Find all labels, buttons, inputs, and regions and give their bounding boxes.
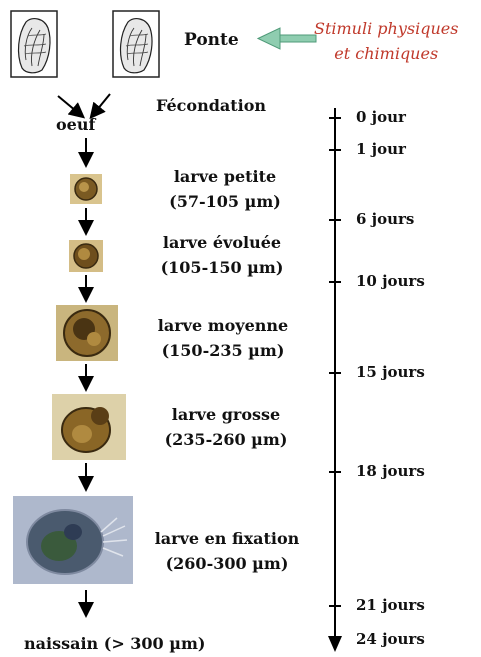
arrow-parent-right [92, 94, 110, 116]
stage-larve-fixation: larve en fixation (260-300 µm) [142, 526, 312, 576]
stimuli-line2: et chimiques [314, 41, 458, 66]
stage-size: (150-235 µm) [148, 338, 298, 363]
timeline-day-label: 24 jours [356, 630, 425, 648]
stimuli-label: Stimuli physiques et chimiques [314, 16, 458, 66]
fecondation-label: Fécondation [156, 96, 266, 115]
timeline-day-label: 10 jours [356, 272, 425, 290]
timeline-day-label: 18 jours [356, 462, 425, 480]
timeline-day-label: 6 jours [356, 210, 414, 228]
stage-name: larve en fixation [142, 526, 312, 551]
stage-size: (260-300 µm) [142, 551, 312, 576]
timeline-day-label: 21 jours [356, 596, 425, 614]
stage-size: (235-260 µm) [156, 427, 296, 452]
stage-name: larve moyenne [148, 313, 298, 338]
stage-name: larve petite [160, 164, 290, 189]
stage-larve-petite: larve petite (57-105 µm) [160, 164, 290, 214]
stage-larve-evoluee: larve évoluée (105-150 µm) [152, 230, 292, 280]
stage-name: larve grosse [156, 402, 296, 427]
ponte-label: Ponte [184, 30, 239, 50]
timeline-day-label: 0 jour [356, 108, 406, 126]
timeline-day-label: 1 jour [356, 140, 406, 158]
timeline-arrowhead [328, 636, 342, 652]
stage-larve-grosse: larve grosse (235-260 µm) [156, 402, 296, 452]
oeuf-label: oeuf [56, 115, 95, 134]
stimuli-arrow [258, 28, 316, 49]
timeline-day-label: 15 jours [356, 363, 425, 381]
stage-size: (57-105 µm) [160, 189, 290, 214]
stage-name: larve évoluée [152, 230, 292, 255]
stimuli-line1: Stimuli physiques [314, 16, 458, 41]
naissain-label: naissain (> 300 µm) [24, 634, 205, 653]
stage-size: (105-150 µm) [152, 255, 292, 280]
arrow-parent-left [58, 96, 82, 116]
stage-larve-moyenne: larve moyenne (150-235 µm) [148, 313, 298, 363]
